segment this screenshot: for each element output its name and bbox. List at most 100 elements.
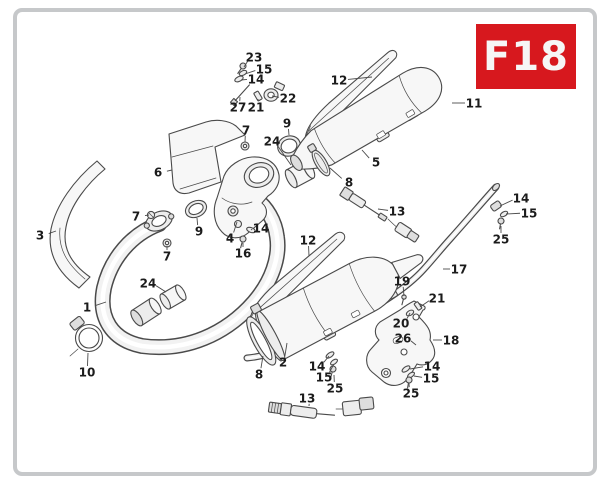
callout-label-25[interactable]: 25 (493, 233, 510, 247)
part-21-spacer-top (253, 90, 263, 102)
callout-label-24[interactable]: 24 (264, 135, 281, 149)
part-13-lambda-sensor-upper (339, 186, 420, 243)
callout-label-14[interactable]: 14 (248, 73, 265, 87)
part-8-clamp-upper (307, 143, 331, 177)
callout-label-21[interactable]: 21 (248, 101, 265, 115)
callout-leader-8 (329, 167, 343, 179)
callout-leader-7 (144, 214, 150, 216)
callout-label-26[interactable]: 26 (395, 332, 412, 346)
callout-label-3[interactable]: 3 (36, 229, 44, 243)
callout-label-1[interactable]: 1 (83, 301, 91, 315)
callout-leader-2 (284, 342, 288, 357)
callout-label-16[interactable]: 16 (235, 247, 252, 261)
part-15-washer-top (238, 69, 248, 77)
callout-label-7[interactable]: 7 (132, 210, 140, 224)
callout-label-9[interactable]: 9 (283, 117, 291, 131)
callout-label-13[interactable]: 13 (389, 205, 406, 219)
part-11-silencer-upper (290, 67, 443, 171)
part-9-gasket-top (277, 135, 301, 157)
callout-leader-10 (87, 352, 89, 367)
callout-label-2[interactable]: 2 (279, 356, 287, 370)
callout-label-6[interactable]: 6 (154, 166, 162, 180)
callout-leader-9 (196, 217, 199, 226)
page-code-badge: F18 (476, 24, 576, 89)
part-9-gasket-left (184, 199, 208, 219)
callout-label-12[interactable]: 12 (331, 74, 348, 88)
part-22-bracket-clamp (263, 81, 286, 102)
callout-leader-15 (505, 212, 521, 215)
callout-label-24[interactable]: 24 (140, 277, 157, 291)
callout-label-9[interactable]: 9 (195, 225, 203, 239)
callout-label-10[interactable]: 10 (79, 366, 96, 380)
callout-label-8[interactable]: 8 (345, 176, 353, 190)
page-frame (13, 8, 597, 476)
callout-label-12[interactable]: 12 (300, 234, 317, 248)
callout-leader-22 (271, 95, 280, 98)
part-6-shield-panel (168, 119, 246, 195)
part-4-collector (213, 156, 280, 239)
callout-leader-14 (409, 366, 424, 370)
callout-leader-20 (406, 312, 411, 319)
callout-label-14[interactable]: 14 (253, 222, 270, 236)
part-14-washer-top (234, 75, 244, 83)
callout-leader-19 (402, 286, 405, 297)
callout-label-15[interactable]: 15 (521, 207, 538, 221)
part-1-header-pipe (94, 192, 286, 356)
callout-label-21[interactable]: 21 (429, 292, 446, 306)
part-24-sleeve-lower (159, 284, 187, 310)
callout-label-15[interactable]: 15 (316, 371, 333, 385)
callout-leader-4 (233, 221, 238, 233)
callout-label-11[interactable]: 11 (466, 97, 483, 111)
part-25-screw-right (497, 217, 505, 230)
callout-label-22[interactable]: 22 (280, 92, 297, 106)
callout-label-17[interactable]: 17 (451, 263, 468, 277)
callout-leader-3 (48, 230, 57, 234)
callout-leader-14 (250, 228, 253, 231)
callout-label-15[interactable]: 15 (256, 63, 273, 77)
callout-leader-15 (413, 375, 423, 378)
part-14-washer-bl (325, 351, 335, 359)
part-10-clamp (69, 316, 104, 357)
callout-label-14[interactable]: 14 (424, 360, 441, 374)
page-code-label: F18 (483, 33, 569, 80)
callout-leader-26 (410, 340, 417, 346)
callout-label-27[interactable]: 27 (230, 101, 247, 115)
callout-label-4[interactable]: 4 (226, 232, 234, 246)
callout-label-7[interactable]: 7 (163, 250, 171, 264)
callout-leader-9 (288, 128, 290, 136)
callout-label-5[interactable]: 5 (372, 156, 380, 170)
callout-leader-24 (155, 285, 167, 293)
part-16-screw (239, 235, 247, 249)
callout-leader-15 (329, 363, 335, 373)
callout-leader-21 (419, 300, 430, 308)
callout-label-8[interactable]: 8 (255, 368, 263, 382)
callout-label-20[interactable]: 20 (393, 317, 410, 331)
callout-leader-5 (361, 149, 370, 159)
callout-label-15[interactable]: 15 (423, 372, 440, 386)
part-25-screw-br (405, 376, 413, 389)
callout-label-18[interactable]: 18 (443, 334, 460, 348)
part-pipe-stub (130, 297, 162, 327)
callout-label-25[interactable]: 25 (403, 387, 420, 401)
part-2-silencer-lower (246, 254, 424, 366)
callout-label-14[interactable]: 14 (309, 360, 326, 374)
part-3-heat-shield-blade (49, 160, 106, 289)
callout-leader-12 (347, 76, 373, 80)
part-13-lambda-sensor-lower (267, 396, 375, 419)
callout-leader-1 (95, 301, 107, 306)
callout-leader-8 (260, 355, 264, 369)
part-14-clip-right (490, 200, 502, 212)
callout-leader-23 (243, 61, 249, 68)
callout-label-14[interactable]: 14 (513, 192, 530, 206)
callout-label-13[interactable]: 13 (299, 392, 316, 406)
callout-leader-14 (323, 355, 330, 363)
callout-label-19[interactable]: 19 (394, 275, 411, 289)
callout-leader-6 (166, 169, 173, 172)
callout-leader-13 (377, 208, 389, 211)
part-7-bolt-left (146, 210, 156, 220)
callout-label-23[interactable]: 23 (246, 51, 263, 65)
callout-label-7[interactable]: 7 (242, 124, 250, 138)
callout-label-25[interactable]: 25 (327, 382, 344, 396)
